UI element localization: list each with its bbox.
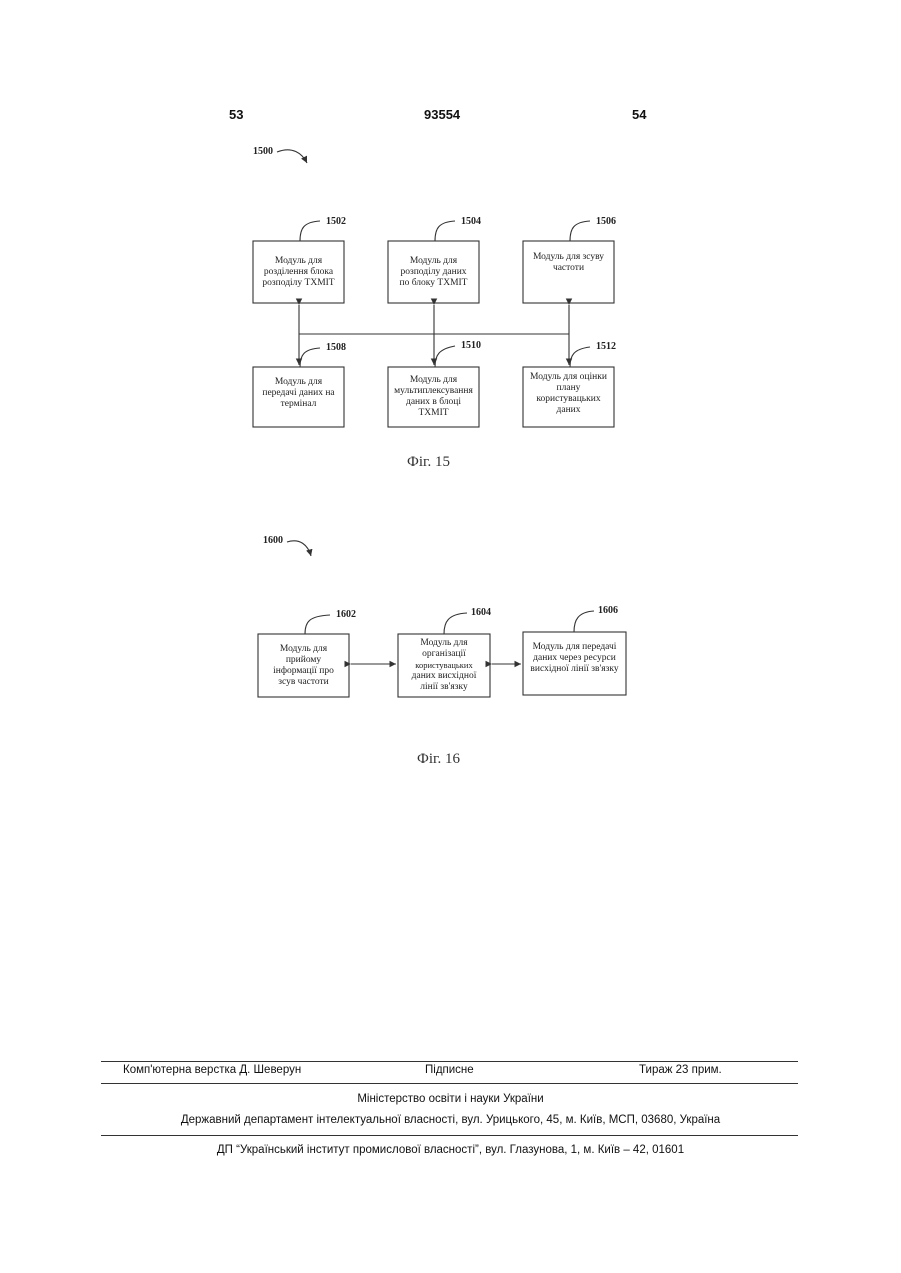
fig16-box-1606-text: Модуль для передачі даних через ресурси … [523, 632, 626, 684]
box-line: Модуль для [420, 638, 467, 649]
ref-1502: 1502 [326, 216, 346, 227]
fig15-ref-pointer [277, 150, 307, 163]
fig16-box-1602-text: Модуль для прийому інформації про зсув ч… [258, 634, 349, 697]
box-line: Модуль для [275, 377, 322, 388]
box-line: даних в блоці [406, 397, 461, 408]
box-line: Модуль для передачі [533, 642, 617, 653]
footer-rule-bottom [101, 1135, 798, 1136]
box-line: інформації про [273, 666, 334, 677]
footer-ministry: Міністерство освіти і науки України [0, 1093, 901, 1105]
footer-rule-top [101, 1061, 798, 1062]
box-line: ТХМІТ [418, 408, 448, 419]
ref-1512: 1512 [596, 341, 616, 352]
box-line: передачі даних на [262, 388, 334, 399]
box-line: Модуль для оцінки [530, 372, 607, 383]
ref-1508: 1508 [326, 342, 346, 353]
box-line: даних через ресурси [533, 653, 616, 664]
box-line: розділення блока [264, 267, 333, 278]
footer-rule-mid [101, 1083, 798, 1084]
box-line: Модуль для [275, 256, 322, 267]
fig15-box-1508-text: Модуль для передачі даних на термінал [253, 367, 344, 419]
fig15-box-1512-text: Модуль для оцінки плану користувацьких д… [523, 367, 614, 421]
fig15-caption: Фіг. 15 [407, 454, 450, 471]
box-line: даних висхідної [412, 671, 477, 682]
box-line: по блоку ТХМІТ [400, 278, 468, 289]
box-line: користувацьких [536, 394, 600, 405]
footer-institute: ДП “Український інститут промислової вла… [0, 1144, 901, 1156]
box-line: користувацьких [415, 660, 472, 671]
ref-1504: 1504 [461, 216, 481, 227]
fig16-box-1604-text: Модуль для організації користувацьких да… [398, 634, 490, 697]
fig16-caption: Фіг. 16 [417, 751, 460, 768]
box-line: Модуль для [410, 375, 457, 386]
box-line: Модуль для зсуву [533, 252, 604, 263]
fig15-box-1506-text: Модуль для зсуву частоти [523, 241, 614, 285]
box-line: Модуль для [280, 644, 327, 655]
footer-circulation: Тираж 23 прим. [639, 1064, 722, 1076]
fig15-ref: 1500 [253, 146, 273, 157]
box-line: висхідної лінії зв'язку [530, 664, 618, 675]
box-line: організації [422, 649, 466, 660]
box-line: розподілу ТХМІТ [262, 278, 334, 289]
fig16-ref-pointer [287, 541, 311, 556]
fig15-box-1504-text: Модуль для розподілу даних по блоку ТХМІ… [388, 241, 479, 303]
box-line: Модуль для [410, 256, 457, 267]
ref-1510: 1510 [461, 340, 481, 351]
box-line: даних [557, 405, 581, 416]
box-line: зсув частоти [278, 677, 329, 688]
box-line: частоти [553, 263, 584, 274]
box-line: мультиплексування [394, 386, 473, 397]
box-line: термінал [281, 399, 317, 410]
fig16-ref: 1600 [263, 535, 283, 546]
footer-department: Державний департамент інтелектуальної вл… [0, 1114, 901, 1126]
box-line: лінії зв'язку [420, 682, 467, 693]
box-line: прийому [286, 655, 321, 666]
box-line: плану [557, 383, 581, 394]
box-line: розподілу даних [400, 267, 466, 278]
ref-1506: 1506 [596, 216, 616, 227]
fig15-box-1502-text: Модуль для розділення блока розподілу ТХ… [253, 241, 344, 303]
fig15-box-1510-text: Модуль для мультиплексування даних в бло… [388, 367, 479, 427]
ref-1602: 1602 [336, 609, 356, 620]
ref-1606: 1606 [598, 605, 618, 616]
footer-signed: Підписне [425, 1064, 474, 1076]
ref-1604: 1604 [471, 607, 491, 618]
footer-layout-credit: Комп'ютерна верстка Д. Шеверун [123, 1064, 301, 1076]
